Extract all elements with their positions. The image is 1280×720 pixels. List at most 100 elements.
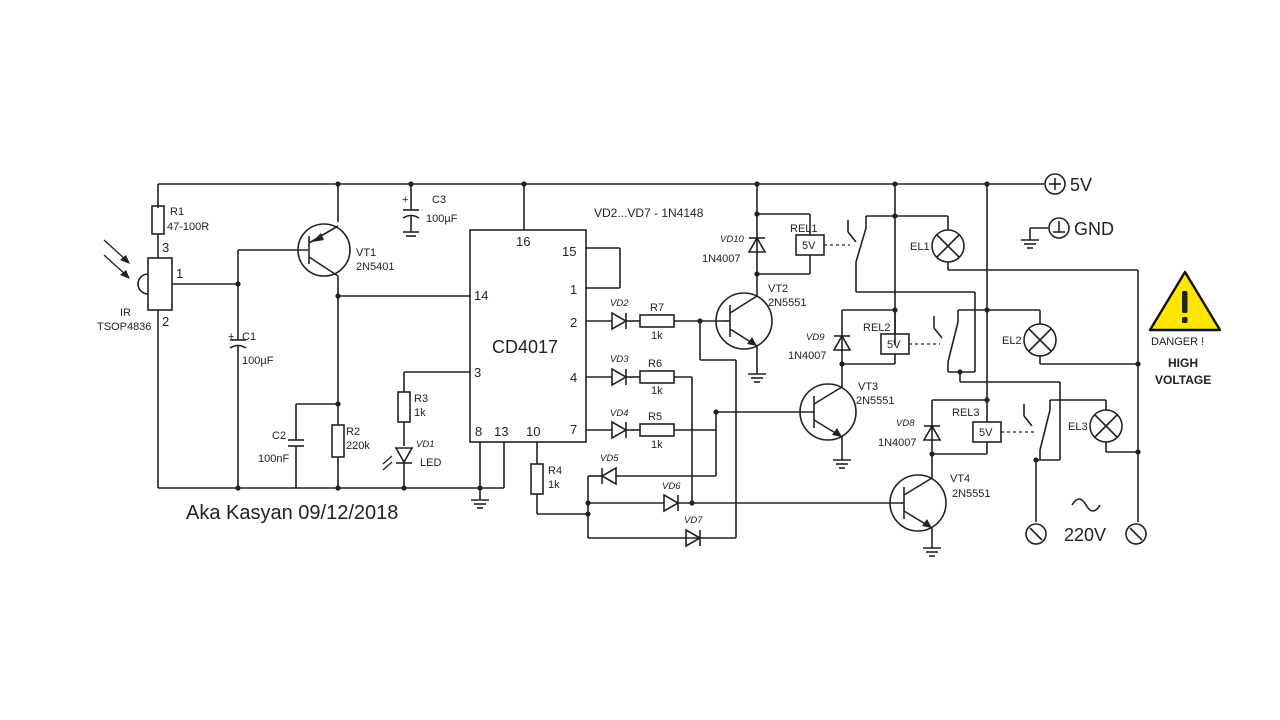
danger-warning: DANGER ! HIGH VOLTAGE [1148,270,1222,387]
svg-text:EL1: EL1 [910,241,930,253]
svg-text:R2: R2 [346,426,360,438]
gnd-label: GND [1074,219,1114,239]
svg-text:10: 10 [526,424,540,439]
svg-text:220k: 220k [346,440,370,452]
vd8-diode: VD8 1N4007 [878,418,942,449]
svg-text:VD5: VD5 [600,453,619,464]
svg-text:R5: R5 [648,411,662,423]
diode-note: VD2...VD7 - 1N4148 [594,206,704,220]
svg-text:LED: LED [420,457,441,469]
svg-text:1N4007: 1N4007 [788,350,827,362]
svg-text:VD8: VD8 [896,418,915,429]
svg-text:1k: 1k [651,439,663,451]
author-signature: Aka Kasyan 09/12/2018 [186,502,398,524]
svg-text:R6: R6 [648,358,662,370]
svg-text:VT2: VT2 [768,283,788,295]
svg-text:13: 13 [494,424,508,439]
svg-text:R3: R3 [414,393,428,405]
svg-text:3: 3 [474,365,481,380]
vcc-label: 5V [1070,175,1092,195]
vd7-diode: VD7 [684,515,703,548]
svg-text:VD9: VD9 [806,332,825,343]
svg-text:2N5551: 2N5551 [856,395,895,407]
svg-text:R1: R1 [170,206,184,218]
r5-resistor: R5 1k [639,411,716,451]
r2-resistor: R2 220k [331,424,370,488]
svg-text:VD10: VD10 [720,234,744,245]
mains-terminals: 220V [1025,498,1147,545]
svg-text:2N5551: 2N5551 [952,488,991,500]
vcc-terminal: 5V [1044,173,1092,195]
svg-text:VT3: VT3 [858,381,878,393]
svg-text:1: 1 [176,266,183,281]
vt2-transistor: VT2 2N5551 [715,283,807,383]
svg-text:14: 14 [474,288,488,303]
gnd-rail [157,310,504,509]
svg-text:1N4007: 1N4007 [702,253,741,265]
svg-text:100µF: 100µF [426,213,458,225]
svg-text:VD7: VD7 [684,515,703,526]
svg-text:1k: 1k [548,479,560,491]
mains-label: 220V [1064,525,1106,545]
svg-text:2: 2 [162,314,169,329]
svg-text:7: 7 [570,422,577,437]
svg-text:1N4007: 1N4007 [878,437,917,449]
vd2-diode: VD2 [586,298,640,331]
svg-text:1k: 1k [651,385,663,397]
svg-text:REL2: REL2 [863,322,891,334]
svg-text:C3: C3 [432,194,446,206]
svg-text:REL3: REL3 [952,407,980,419]
vcc-rail [157,181,1044,398]
svg-text:DANGER !: DANGER ! [1151,336,1204,348]
vd3-diode: VD3 [586,354,640,387]
r3-resistor: R3 1k [397,371,470,446]
vd6-diode: VD6 [588,481,900,513]
svg-text:EL2: EL2 [1002,335,1022,347]
rel1-relay: 5V REL1 [757,213,895,292]
vt4-transistor: VT4 2N5551 [889,473,991,557]
svg-text:VT4: VT4 [950,473,970,485]
svg-text:1: 1 [570,282,577,297]
svg-text:47-100R: 47-100R [167,221,209,233]
svg-text:5V: 5V [802,240,816,252]
svg-text:2N5401: 2N5401 [356,261,395,273]
c2-capacitor: C2 100nF [258,403,338,488]
svg-text:EL3: EL3 [1068,421,1088,433]
c1-capacitor: + C1 100µF [228,250,274,488]
svg-text:REL1: REL1 [790,223,818,235]
svg-text:8: 8 [475,424,482,439]
svg-text:2N5551: 2N5551 [768,297,807,309]
svg-text:3: 3 [162,240,169,255]
svg-text:HIGH: HIGH [1168,356,1198,370]
r7-resistor: R7 1k [639,302,724,342]
vd1-led: VD1 LED [382,439,441,488]
ir-name: IR [120,307,131,319]
svg-text:VT1: VT1 [356,247,376,259]
el3-lamp: EL3 [1068,399,1138,453]
ic-name: CD4017 [492,337,558,357]
r1-resistor: R1 47-100R [151,205,209,258]
vd4-diode: VD4 [586,408,640,440]
svg-text:1k: 1k [651,330,663,342]
svg-text:100nF: 100nF [258,453,289,465]
r6-resistor: R6 1k [639,358,693,503]
svg-text:15: 15 [562,244,576,259]
svg-text:16: 16 [516,234,530,249]
svg-text:100µF: 100µF [242,355,274,367]
svg-text:5V: 5V [887,339,901,351]
svg-text:+: + [228,331,234,343]
svg-text:C1: C1 [242,331,256,343]
rel2-relay: 5V REL2 [842,307,987,373]
r4-resistor: R4 1k [530,442,588,515]
svg-text:2: 2 [570,315,577,330]
svg-text:VD4: VD4 [610,408,628,419]
el1-lamp: EL1 [895,215,1138,271]
svg-text:C2: C2 [272,430,286,442]
svg-text:VD6: VD6 [662,481,681,492]
svg-text:VD1: VD1 [416,439,434,450]
svg-text:5V: 5V [979,427,993,439]
vd10-diode: VD10 1N4007 [702,234,767,265]
vt1-transistor: VT1 2N5401 [238,223,395,296]
ir-part: TSOP4836 [97,321,151,333]
